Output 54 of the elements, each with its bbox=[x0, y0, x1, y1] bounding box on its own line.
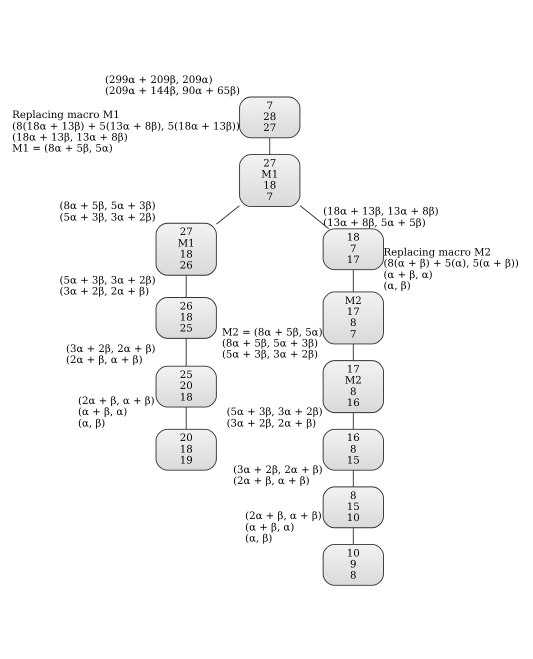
connector bbox=[269, 137, 270, 154]
connector bbox=[186, 274, 187, 298]
node-label: (3α + 2β, 2α + β) bbox=[233, 464, 323, 476]
node-label: (209α + 144β, 90α + 65β) bbox=[104, 86, 240, 97]
node-label: (2α + β, α + β) bbox=[78, 396, 155, 407]
node-box: 25 20 18 bbox=[156, 365, 217, 408]
connector bbox=[352, 470, 354, 487]
node-label: (299α + 209β, 209α) bbox=[104, 74, 213, 86]
node-label: (3α + 2β, 2α + β) bbox=[59, 286, 150, 298]
connector bbox=[352, 268, 354, 292]
node-label: (13α + 8β, 5α + 5β) bbox=[323, 217, 426, 228]
connector bbox=[352, 412, 354, 429]
connector bbox=[216, 204, 240, 224]
node-label: (3α + 2β, 2α + β) bbox=[226, 418, 316, 429]
node-box: 27 M1 18 7 bbox=[239, 154, 300, 206]
node-label: (2α + β, α + β) bbox=[233, 475, 310, 486]
node-label: (5α + 3β, 3α + 2β) bbox=[226, 406, 323, 418]
node-label: (18α + 13β, 13α + 8β) bbox=[12, 132, 128, 143]
node-label: (18α + 13β, 13α + 8β) bbox=[323, 206, 439, 218]
node-box: 8 15 10 bbox=[322, 486, 384, 528]
node-label: (5α + 3β, 3α + 2β) bbox=[222, 349, 318, 360]
node-label: (8(α + β) + 5(α), 5(α + β)) bbox=[383, 258, 519, 270]
node-box: 10 9 8 bbox=[322, 543, 384, 586]
node-label: M2 = (8α + 5β, 5α) bbox=[222, 326, 323, 338]
node-label: (5α + 3β, 3α + 2β) bbox=[59, 212, 156, 223]
node-box: 26 18 25 bbox=[156, 296, 217, 338]
node-label: (α, β) bbox=[245, 532, 272, 544]
node-label: (3α + 2β, 2α + β) bbox=[66, 344, 156, 355]
node-label: (2α + β, α + β) bbox=[66, 354, 143, 366]
node-label: (2α + β, α + β) bbox=[245, 510, 322, 522]
node-label: Replacing macro M2 bbox=[383, 247, 492, 258]
node-label: (8α + 5β, 5α + 3β) bbox=[59, 200, 156, 212]
node-label: (α + β, α) bbox=[78, 406, 128, 418]
node-box: 16 8 15 bbox=[322, 428, 384, 470]
node-label: (8α + 5β, 5α + 3β) bbox=[222, 338, 318, 350]
node-label: (α, β) bbox=[383, 280, 411, 292]
connector bbox=[186, 406, 187, 430]
node-label: (5α + 3β, 3α + 2β) bbox=[59, 274, 156, 286]
node-box: 27 M1 18 26 bbox=[156, 222, 217, 276]
node-label: (α + β, α) bbox=[383, 269, 433, 280]
connector bbox=[300, 204, 330, 229]
node-box: 7 28 27 bbox=[239, 96, 300, 138]
node-box: 17 M2 8 16 bbox=[322, 360, 384, 413]
node-box: 18 7 17 bbox=[322, 228, 384, 270]
node-label: M1 = (8α + 5β, 5α) bbox=[12, 143, 113, 154]
node-label: (α + β, α) bbox=[245, 522, 294, 533]
node-label: (α, β) bbox=[78, 418, 106, 429]
connector bbox=[352, 527, 354, 544]
node-box: M2 17 8 7 bbox=[322, 290, 384, 344]
node-box: 20 18 19 bbox=[156, 428, 217, 470]
node-label: Replacing macro M1 bbox=[12, 110, 120, 121]
connector bbox=[186, 338, 187, 366]
node-label: (8(18α + 13β) + 5(13α + 8β), 5(18α + 13β)) bbox=[12, 120, 240, 132]
connector bbox=[352, 343, 354, 360]
